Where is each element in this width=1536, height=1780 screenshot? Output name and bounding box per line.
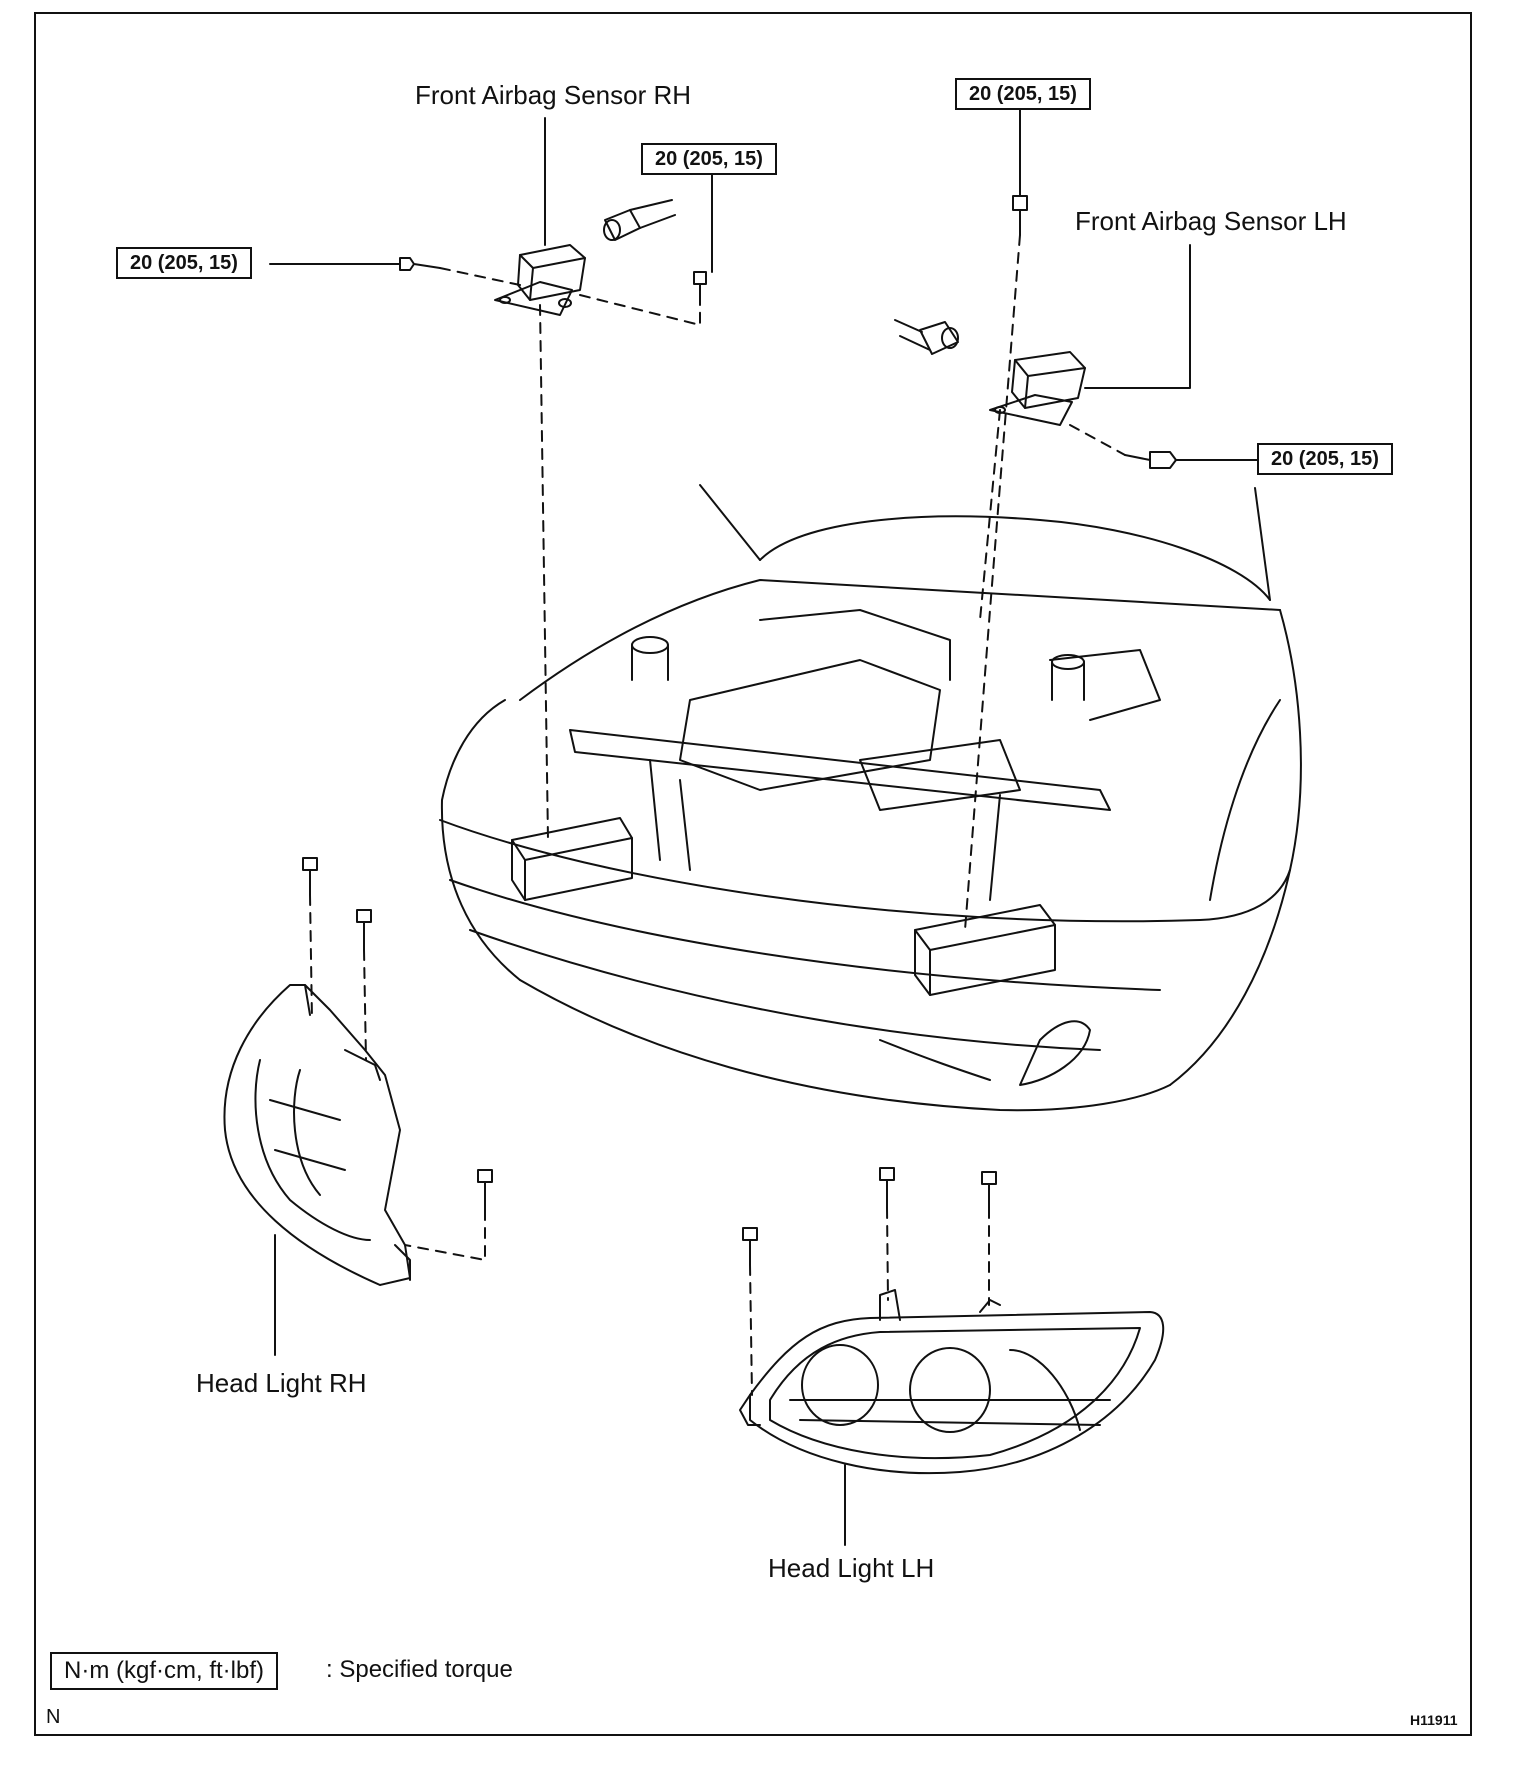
label-front-airbag-sensor-lh: Front Airbag Sensor LH [1075, 206, 1347, 236]
label-head-light-lh: Head Light LH [768, 1553, 935, 1583]
label-head-light-rh: Head Light RH [196, 1368, 367, 1398]
alignment-lines [309, 234, 1126, 1396]
torque-callout-lh-top: 20 (205, 15) [955, 78, 1091, 110]
connector-icon [603, 199, 676, 241]
headlight-lh-icon [739, 1289, 1165, 1475]
bolt-icon [742, 1227, 758, 1266]
vehicle-front-icon [439, 484, 1302, 1112]
bolt-icon [399, 257, 441, 271]
connector-icon [894, 319, 959, 355]
torque-callout-rh-left: 20 (205, 15) [116, 247, 252, 279]
bolt-icon [302, 857, 318, 896]
torque-callout-lh-side: 20 (205, 15) [1257, 443, 1393, 475]
headlight-rh-icon [223, 984, 411, 1286]
legend-unit-box: N·m (kgf·cm, ft·lbf) [50, 1652, 278, 1690]
label-front-airbag-sensor-rh: Front Airbag Sensor RH [415, 80, 692, 110]
bolt-icon [1124, 451, 1177, 469]
diagram-frame [34, 12, 1472, 1736]
bolt-icon [981, 1171, 997, 1209]
airbag-sensor-lh-icon [989, 351, 1086, 426]
bolt-icon [477, 1169, 493, 1211]
torque-callout-rh-right: 20 (205, 15) [641, 143, 777, 175]
figure-code: H11911 [1410, 1712, 1458, 1728]
legend-description: : Specified torque [326, 1656, 513, 1683]
bolt-icon [879, 1167, 895, 1209]
airbag-sensor-rh-icon [494, 244, 586, 316]
bolt-icon [356, 909, 372, 951]
bolt-icon [693, 271, 707, 306]
leader-lines [269, 104, 1263, 1546]
corner-mark: N [46, 1706, 61, 1728]
bolt-icon [1012, 195, 1028, 236]
